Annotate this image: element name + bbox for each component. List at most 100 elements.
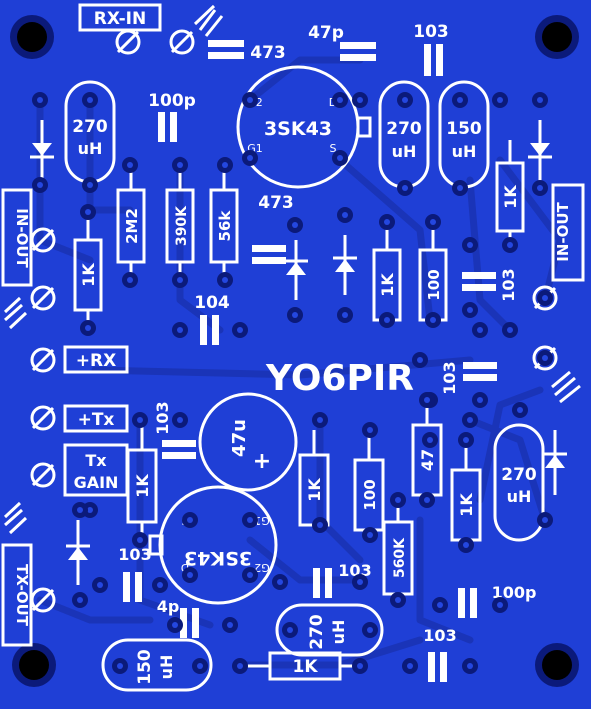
inductor-270-c-value: 270 <box>501 465 537 485</box>
solder-pad-hole <box>497 97 503 103</box>
solder-pad-hole <box>424 497 430 503</box>
solder-pad-hole <box>37 97 43 103</box>
solder-pad-hole <box>37 182 43 188</box>
capacitor-47p: 47p <box>308 23 376 61</box>
inductor-150-b: 150 uH <box>101 638 213 692</box>
solder-pad-hole <box>427 437 433 443</box>
solder-pad-hole <box>187 517 193 523</box>
resistor-56k: 56k <box>209 165 239 280</box>
capacitor-103-lefttx-label: 103 <box>153 401 172 434</box>
inductor-270-a-value: 270 <box>72 117 108 137</box>
ground-symbol-right <box>551 370 581 404</box>
capacitor-103-top-label: 103 <box>413 22 449 42</box>
solder-pad-hole <box>542 355 548 361</box>
solder-pad-hole <box>430 219 436 225</box>
capacitor-103-right: 103 <box>462 268 518 302</box>
solder-pad-hole <box>407 663 413 669</box>
solder-pad-hole <box>157 582 163 588</box>
solder-pad-hole <box>317 522 323 528</box>
resistor-1k-right-label: 1K <box>501 185 520 209</box>
solder-pad-hole <box>292 312 298 318</box>
solder-pad-hole <box>367 427 373 433</box>
terminal-rx-in-2 <box>169 29 195 55</box>
mounting-hole-bl <box>12 643 56 687</box>
solder-pad-hole <box>424 397 430 403</box>
label-tx-out: TX-OUT <box>13 564 31 627</box>
resistor-100-mid-label: 100 <box>425 269 443 300</box>
diode-left-top <box>30 120 54 185</box>
inductor-150-a-unit: uH <box>452 142 477 161</box>
solder-pad-hole <box>477 397 483 403</box>
transistor-bottom-pin-g2: G2 <box>254 561 270 574</box>
capacitor-473-mid: 473 <box>252 193 294 264</box>
copper-traces <box>36 56 564 669</box>
ground-symbols <box>3 4 581 535</box>
label-in-out-right: IN-OUT <box>554 201 572 261</box>
solder-pad-hole <box>542 295 548 301</box>
solder-pad-hole <box>463 437 469 443</box>
solder-pad-hole <box>87 97 93 103</box>
solder-pad-hole <box>197 663 203 669</box>
label-tx-gain-line2: GAIN <box>74 473 119 492</box>
capacitor-103-bottom-left: 103 <box>118 545 152 602</box>
resistor-1k-mid-label: 1K <box>378 273 397 297</box>
inductor-150-b-value: 150 <box>135 649 155 685</box>
resistor-2m2-label: 2M2 <box>123 208 141 244</box>
terminal-rx <box>30 347 56 373</box>
capacitor-473-top-label: 473 <box>250 43 286 63</box>
solder-pad-hole <box>237 663 243 669</box>
solder-pad-hole <box>467 242 473 248</box>
solder-pad-hole <box>87 507 93 513</box>
solder-pad-hole <box>247 517 253 523</box>
terminal-tx-gain <box>30 462 56 488</box>
inductor-270-b-unit: uH <box>392 142 417 161</box>
solder-pad-hole <box>467 417 473 423</box>
solder-pad-hole <box>85 209 91 215</box>
solder-pad-hole <box>357 663 363 669</box>
inductor-270-d-unit: uH <box>329 620 348 645</box>
label-plus-rx: +RX <box>76 351 116 371</box>
solder-pad-hole <box>247 155 253 161</box>
solder-pad-hole <box>127 277 133 283</box>
capacitor-104-label: 104 <box>194 293 230 313</box>
mounting-hole-tr <box>535 15 579 59</box>
capacitor-47p-label: 47p <box>308 23 344 43</box>
solder-pad-hole <box>437 602 443 608</box>
solder-pad-hole <box>477 327 483 333</box>
transistor-top-label: 3SK43 <box>264 118 332 140</box>
capacitor-103-mid-label: 103 <box>440 361 459 394</box>
resistor-1k-bottom-label: 1K <box>292 657 318 677</box>
ground-symbol-top <box>193 4 224 37</box>
diode-left-low <box>66 520 90 585</box>
solder-pad-hole <box>247 572 253 578</box>
inductor-270-a-unit: uH <box>78 139 103 158</box>
solder-pad-hole <box>430 317 436 323</box>
capacitor-104: 104 <box>194 293 230 345</box>
capacitor-103-bottom-left-label: 103 <box>118 545 151 564</box>
resistor-47-label: 47 <box>418 449 437 471</box>
capacitor-103-right-label: 103 <box>499 268 518 301</box>
solder-pad-hole <box>87 182 93 188</box>
capacitor-103-bottom: 103 <box>423 626 457 682</box>
diode-right-top <box>528 120 552 185</box>
solder-pad-hole <box>542 517 548 523</box>
capacitor-103-mid: 103 <box>440 361 497 395</box>
solder-pad-hole <box>537 97 543 103</box>
resistor-100-low-label: 100 <box>361 479 379 510</box>
solder-pad-hole <box>77 597 83 603</box>
inductor-270-b-value: 270 <box>386 119 422 139</box>
solder-pad-hole <box>187 572 193 578</box>
solder-pad-hole <box>384 219 390 225</box>
transistor-bottom-label: 3SK43 <box>184 547 252 569</box>
solder-pad-hole <box>177 162 183 168</box>
solder-pad-hole <box>537 185 543 191</box>
solder-pad-hole <box>457 185 463 191</box>
solder-pad-hole <box>277 579 283 585</box>
capacitor-100p-bottom-label: 100p <box>492 583 537 602</box>
capacitor-47u-plus: + <box>253 449 271 474</box>
solder-pad-hole <box>467 307 473 313</box>
solder-pad-hole <box>97 582 103 588</box>
mounting-hole-tl <box>10 15 54 59</box>
ground-symbol-left-1 <box>3 296 28 330</box>
